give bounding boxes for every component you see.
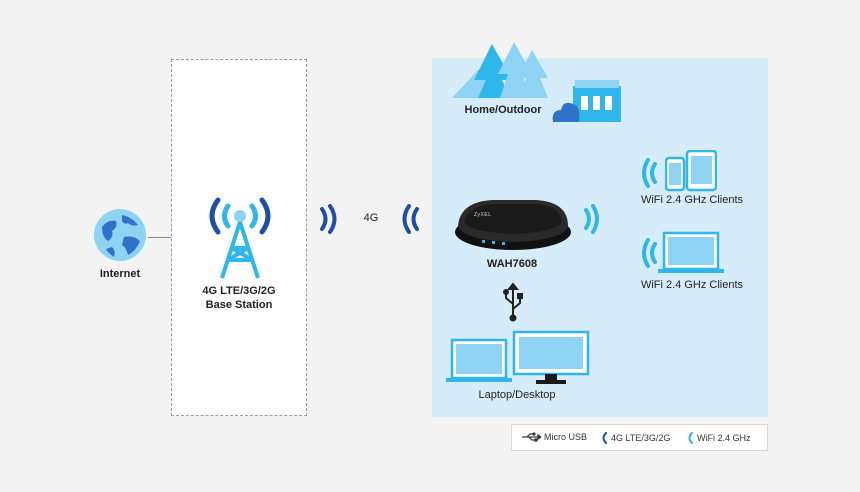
- laptop-clients-label: WiFi 2.4 GHz Clients: [640, 279, 744, 291]
- house-icon: [551, 78, 623, 124]
- legend: Micro USB 4G LTE/3G/2G WiFi 2.4 GHz: [511, 424, 768, 451]
- phone-tablet-icon: [665, 150, 717, 192]
- base-station-label-line2: Base Station: [205, 299, 273, 311]
- usb-icon: [502, 282, 524, 322]
- wifi-small-icon: [686, 432, 694, 444]
- wifi-signal-out-icon: [582, 203, 602, 235]
- base-station-label-line1: 4G LTE/3G/2G: [202, 285, 276, 297]
- wired-laptop-icon: [444, 338, 514, 384]
- cellular-signal-out-icon: [318, 204, 340, 234]
- wired-label: Laptop/Desktop: [478, 389, 556, 401]
- internet-connector-line: [148, 237, 171, 238]
- internet-label: Internet: [99, 268, 141, 280]
- home-label: Home/Outdoor: [464, 104, 542, 116]
- base-station-zone: [171, 59, 307, 416]
- device-model-label: WAH7608: [486, 258, 538, 270]
- laptop-client-icon: [656, 231, 726, 275]
- device-brand-text: ZyXEL: [474, 212, 492, 218]
- usb-small-icon: [521, 432, 541, 442]
- mobile-clients-label: WiFi 2.4 GHz Clients: [640, 194, 744, 206]
- wifi-signal-in-laptop-icon: [639, 237, 659, 269]
- link-label: 4G: [363, 212, 379, 224]
- legend-cellular-label: 4G LTE/3G/2G: [611, 433, 671, 443]
- cellular-signal-in-icon: [399, 204, 421, 234]
- desktop-monitor-icon: [512, 330, 590, 386]
- cellular-small-icon: [600, 432, 608, 444]
- wifi-signal-in-mobile-icon: [639, 157, 659, 189]
- router-device-icon: [452, 196, 574, 254]
- legend-usb-label: Micro USB: [544, 432, 588, 442]
- trees-mountain-icon: [452, 40, 552, 100]
- cell-tower-icon: [198, 190, 282, 282]
- legend-cellular: 4G LTE/3G/2G: [600, 432, 670, 444]
- globe-icon: [92, 207, 148, 263]
- legend-usb: Micro USB: [521, 432, 587, 442]
- legend-wifi-label: WiFi 2.4 GHz: [697, 433, 751, 443]
- legend-wifi: WiFi 2.4 GHz: [686, 432, 751, 444]
